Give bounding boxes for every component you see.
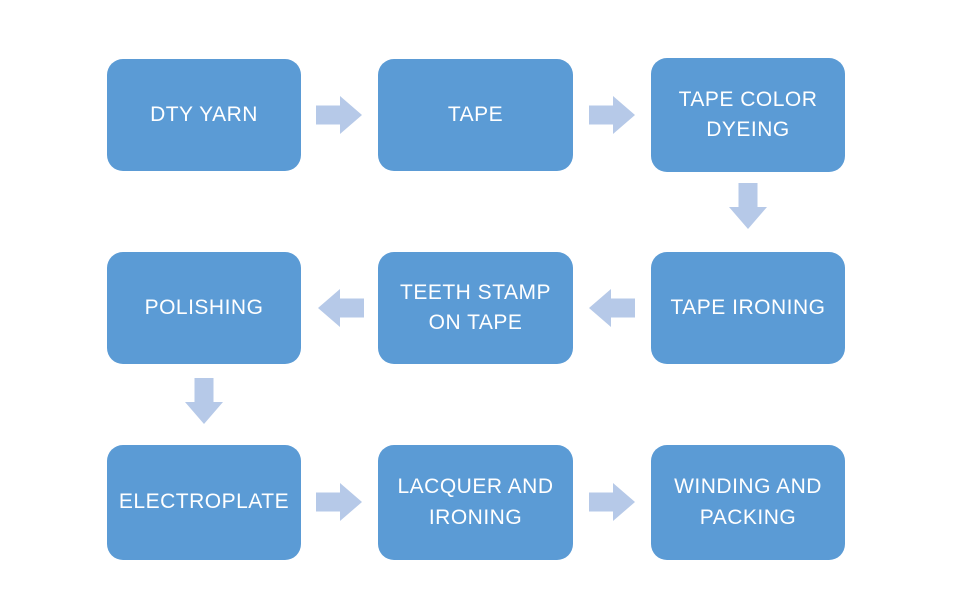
flow-node-tape-ironing: TAPE IRONING bbox=[651, 252, 845, 364]
arrow-right-icon bbox=[589, 96, 635, 134]
arrow-right-icon bbox=[316, 483, 362, 521]
flow-node-label: TEETH STAMP ON TAPE bbox=[400, 280, 551, 334]
arrow-left-icon bbox=[318, 289, 364, 327]
flow-node-label: TAPE bbox=[447, 102, 504, 126]
flow-node-tape: TAPE bbox=[378, 59, 573, 171]
flow-node-label: DTY YARN bbox=[150, 102, 258, 126]
arrow-right-icon bbox=[316, 483, 362, 521]
flow-node-winding-and-packing: WINDING AND PACKING bbox=[651, 445, 845, 560]
flow-node-dty-yarn: DTY YARN bbox=[107, 59, 301, 171]
flow-node-electroplate: ELECTROPLATE bbox=[107, 445, 301, 560]
arrow-right-icon bbox=[589, 483, 635, 521]
flow-node-label: TAPE COLOR DYEING bbox=[678, 87, 818, 141]
arrow-down-icon bbox=[729, 183, 767, 229]
arrow-left-icon bbox=[589, 289, 635, 327]
flow-node-polishing: POLISHING bbox=[107, 252, 301, 364]
flow-node-teeth-stamp-on-tape: TEETH STAMP ON TAPE bbox=[378, 252, 573, 364]
arrow-right-icon bbox=[589, 96, 635, 134]
arrow-left-icon bbox=[318, 289, 364, 327]
flow-node-lacquer-and-ironing: LACQUER AND IRONING bbox=[378, 445, 573, 560]
flow-node-label: ELECTROPLATE bbox=[118, 490, 290, 514]
arrow-right-icon bbox=[316, 96, 362, 134]
arrow-down-icon bbox=[729, 183, 767, 229]
flow-node-label: LACQUER AND IRONING bbox=[397, 475, 554, 529]
flow-node-label: WINDING AND PACKING bbox=[674, 475, 822, 529]
arrow-right-icon bbox=[316, 96, 362, 134]
flow-node-label: TAPE IRONING bbox=[670, 295, 826, 319]
arrow-down-icon bbox=[185, 378, 223, 424]
flow-node-tape-color-dyeing: TAPE COLOR DYEING bbox=[651, 58, 845, 172]
arrow-right-icon bbox=[589, 483, 635, 521]
arrow-left-icon bbox=[589, 289, 635, 327]
flow-node-label: POLISHING bbox=[144, 295, 264, 319]
arrow-down-icon bbox=[185, 378, 223, 424]
